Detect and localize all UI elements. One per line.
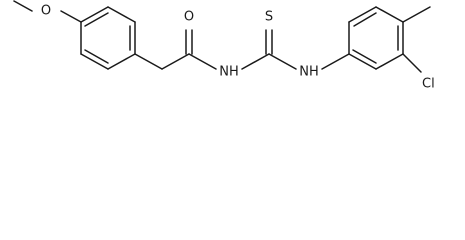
amide-bonds <box>188 53 270 70</box>
thione-sulfur-label: S <box>265 10 273 25</box>
methyl-substituent <box>402 6 431 23</box>
thione-bond <box>265 29 273 55</box>
thiourea-nh-label: NH <box>299 65 319 80</box>
amide-nh-label: NH <box>219 65 239 80</box>
carbonyl-oxygen-label: O <box>184 10 194 25</box>
acetyl-linker <box>134 53 190 70</box>
chloro-substituent <box>402 53 422 73</box>
methoxyphenyl-ring <box>80 6 136 70</box>
chloromethylphenyl-ring <box>348 6 404 70</box>
chlorine-label: Cl <box>422 77 435 92</box>
carbonyl-bond <box>185 29 193 55</box>
methoxy-group <box>13 0 82 23</box>
methoxy-oxygen-label: O <box>41 4 51 19</box>
chemical-structure: O O S NH NH Cl <box>13 0 435 92</box>
thiourea-bonds <box>268 53 350 70</box>
